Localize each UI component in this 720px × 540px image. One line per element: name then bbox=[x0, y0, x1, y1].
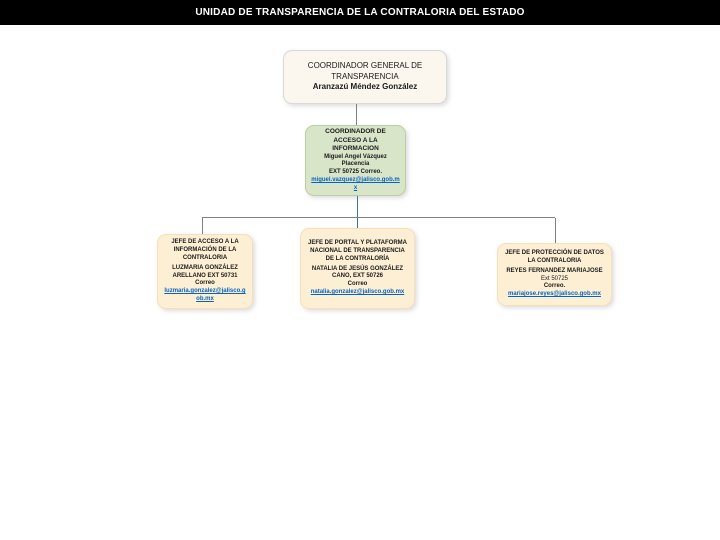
org-node-contact: Correo bbox=[195, 280, 215, 287]
org-node-contact: Correo. bbox=[543, 283, 566, 290]
email-link[interactable]: mariajose.reyes@jalisco.gob.mx bbox=[508, 291, 601, 298]
org-node-role: COORDINADOR GENERAL DE TRANSPARENCIA bbox=[307, 61, 423, 81]
org-node-ext: Ext 50725 bbox=[540, 275, 569, 282]
org-node-jefe-proteccion-datos: JEFE DE PROTECCIÓN DE DATOS LA CONTRALOR… bbox=[497, 243, 612, 306]
org-node-contact: Correo bbox=[347, 281, 368, 288]
connector-coordinator-to-middle-child bbox=[357, 196, 358, 228]
org-node-person: Miguel Angel Vázquez Placencia bbox=[324, 153, 387, 168]
title-bar: UNIDAD DE TRANSPARENCIA DE LA CONTRALORI… bbox=[0, 0, 720, 25]
org-node-role: JEFE DE PORTAL Y PLATAFORMA NACIONAL DE … bbox=[307, 240, 407, 262]
org-node-jefe-acceso-informacion: JEFE DE ACCESO A LA INFORMACIÓN DE LA CO… bbox=[157, 234, 253, 309]
org-node-role: JEFE DE PROTECCIÓN DE DATOS LA CONTRALOR… bbox=[505, 250, 604, 264]
org-node-jefe-portal-plataforma: JEFE DE PORTAL Y PLATAFORMA NACIONAL DE … bbox=[300, 228, 415, 309]
connector-left-drop bbox=[202, 218, 203, 234]
org-node-coordinador-general: COORDINADOR GENERAL DE TRANSPARENCIA Ara… bbox=[283, 50, 447, 104]
org-node-contact: EXT 50725 Correo. bbox=[328, 169, 383, 176]
email-link[interactable]: natalia.gonzalez@jalisco.gob.mx bbox=[310, 288, 405, 295]
email-link[interactable]: miguel.vazquez@jalisco.gob.mx bbox=[311, 177, 400, 191]
org-node-person: Aranzazú Méndez González bbox=[312, 82, 418, 92]
connector-right-drop bbox=[555, 218, 556, 243]
connector-horizontal-bar bbox=[202, 217, 555, 218]
org-node-role: JEFE DE ACCESO A LA INFORMACIÓN DE LA CO… bbox=[171, 239, 239, 261]
org-node-person: LUZMARIA GONZÁLEZ ARELLANO EXT 50731 bbox=[172, 264, 238, 279]
org-node-role: COORDINADOR DE ACCESO A LA INFORMACION bbox=[325, 128, 386, 153]
page-title: UNIDAD DE TRANSPARENCIA DE LA CONTRALORI… bbox=[195, 7, 525, 18]
org-node-coordinador-acceso: COORDINADOR DE ACCESO A LA INFORMACION M… bbox=[305, 125, 406, 196]
email-link[interactable]: luzmaria.gonzalez@jalisco.gob.mx bbox=[164, 288, 246, 302]
connector-root-to-coordinator bbox=[356, 104, 357, 125]
org-node-person: REYES FERNANDEZ MARIAJOSE bbox=[506, 267, 603, 274]
org-node-person: NATALIA DE JESÚS GONZÁLEZ CANO, EXT 5072… bbox=[311, 265, 404, 280]
